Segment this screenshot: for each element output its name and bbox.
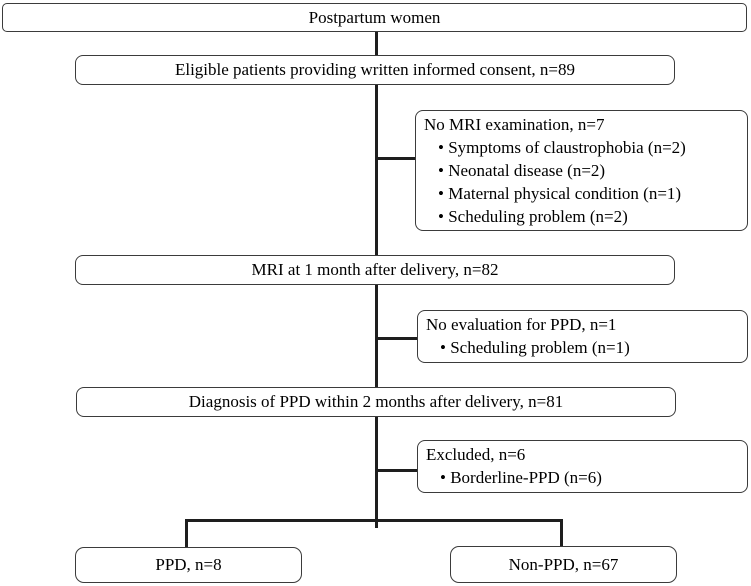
connector-branch-excluded xyxy=(376,469,418,472)
node-no-evaluation-for-ppd: No evaluation for PPD, n=1 Scheduling pr… xyxy=(417,310,748,363)
node-diagnosis-of-ppd-label: Diagnosis of PPD within 2 months after d… xyxy=(188,392,564,412)
excluded-reason-list: Borderline-PPD (n=6) xyxy=(426,466,741,489)
list-item: Borderline-PPD (n=6) xyxy=(426,466,741,489)
list-item: Neonatal disease (n=2) xyxy=(424,159,741,182)
node-no-mri-examination: No MRI examination, n=7 Symptoms of clau… xyxy=(415,110,748,231)
node-eligible-patients-label: Eligible patients providing written info… xyxy=(174,60,576,80)
connector-branch-no-mri xyxy=(376,157,416,160)
node-postpartum-women: Postpartum women xyxy=(2,3,747,32)
connector-eligible-to-mri xyxy=(375,84,378,256)
node-ppd-label: PPD, n=8 xyxy=(155,555,222,575)
list-item: Symptoms of claustrophobia (n=2) xyxy=(424,136,741,159)
node-eligible-patients: Eligible patients providing written info… xyxy=(75,55,675,85)
connector-diagnosis-to-split xyxy=(375,416,378,528)
list-item: Scheduling problem (n=1) xyxy=(426,336,741,359)
no-evaluation-reason-list: Scheduling problem (n=1) xyxy=(426,336,741,359)
node-postpartum-women-label: Postpartum women xyxy=(308,7,441,27)
list-item: Maternal physical condition (n=1) xyxy=(424,182,741,205)
connector-postpartum-to-eligible xyxy=(375,32,378,56)
node-no-evaluation-for-ppd-title: No evaluation for PPD, n=1 xyxy=(426,315,617,334)
node-non-ppd-label: Non-PPD, n=67 xyxy=(508,554,619,574)
connector-split-to-non-ppd xyxy=(560,519,563,546)
node-mri-at-1-month: MRI at 1 month after delivery, n=82 xyxy=(75,255,675,285)
node-excluded: Excluded, n=6 Borderline-PPD (n=6) xyxy=(417,440,748,493)
node-ppd: PPD, n=8 xyxy=(75,547,302,583)
connector-split-horizontal xyxy=(185,519,563,522)
no-mri-reason-list: Symptoms of claustrophobia (n=2) Neonata… xyxy=(424,136,741,228)
connector-branch-no-evaluation xyxy=(376,337,418,340)
node-no-mri-examination-title: No MRI examination, n=7 xyxy=(424,115,605,134)
node-diagnosis-of-ppd: Diagnosis of PPD within 2 months after d… xyxy=(76,387,676,417)
node-excluded-title: Excluded, n=6 xyxy=(426,445,526,464)
list-item: Scheduling problem (n=2) xyxy=(424,205,741,228)
node-non-ppd: Non-PPD, n=67 xyxy=(450,546,677,583)
node-mri-at-1-month-label: MRI at 1 month after delivery, n=82 xyxy=(251,260,499,280)
connector-split-to-ppd xyxy=(185,519,188,547)
connector-mri-to-diagnosis xyxy=(375,284,378,388)
